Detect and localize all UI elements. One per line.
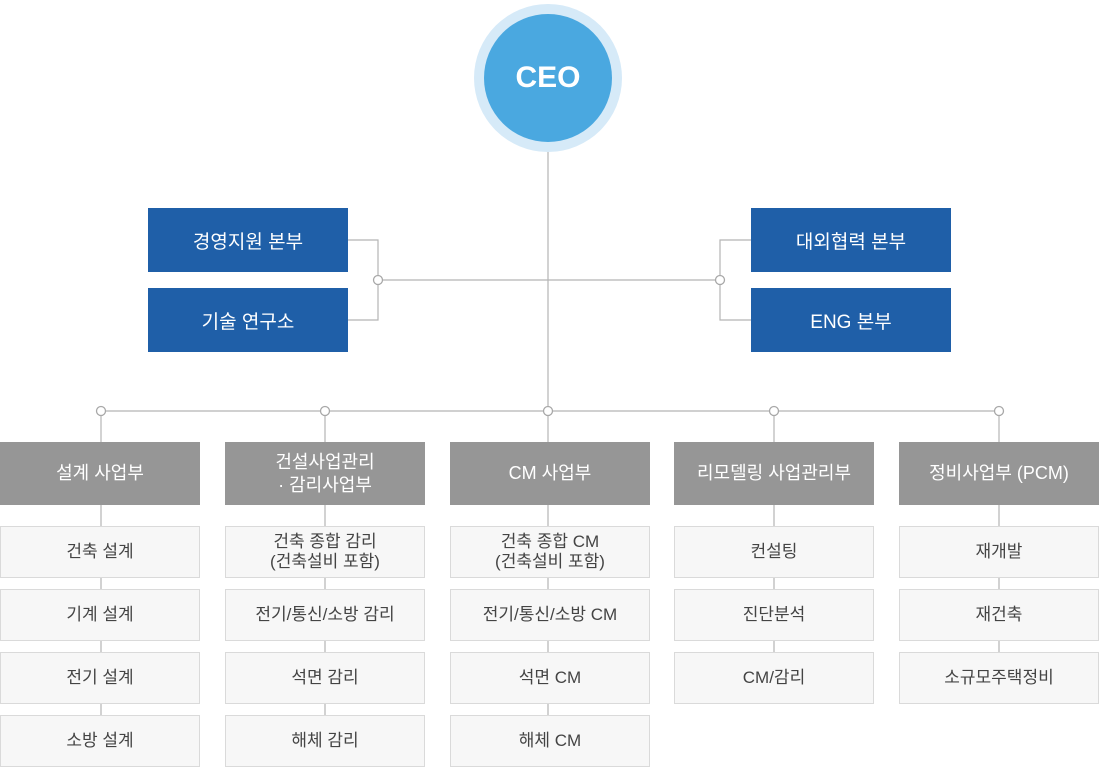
sub-team-box: 석면 감리: [225, 652, 425, 704]
sub-team-box: 소방 설계: [0, 715, 200, 767]
sub-team-box: 진단분석: [674, 589, 874, 641]
sub-team-box: 재건축: [899, 589, 1099, 641]
sub-team-box: 전기/통신/소방 감리: [225, 589, 425, 641]
division-header: 리모델링 사업관리부: [674, 442, 874, 505]
sub-team-box: 재개발: [899, 526, 1099, 578]
sub-team-box: CM/감리: [674, 652, 874, 704]
sub-team-box: 전기/통신/소방 CM: [450, 589, 650, 641]
sub-team-box: 건축 설계: [0, 526, 200, 578]
sub-team-box: 해체 감리: [225, 715, 425, 767]
division-header: CM 사업부: [450, 442, 650, 505]
division-header: 정비사업부 (PCM): [899, 442, 1099, 505]
sub-team-box: 건축 종합 감리 (건축설비 포함): [225, 526, 425, 578]
sub-team-box: 기계 설계: [0, 589, 200, 641]
sub-team-box: 해체 CM: [450, 715, 650, 767]
dept-management-support: 경영지원 본부: [148, 208, 348, 272]
dept-tech-lab: 기술 연구소: [148, 288, 348, 352]
sub-team-box: 건축 종합 CM (건축설비 포함): [450, 526, 650, 578]
division-header: 설계 사업부: [0, 442, 200, 505]
sub-team-box: 석면 CM: [450, 652, 650, 704]
sub-team-box: 전기 설계: [0, 652, 200, 704]
dept-eng: ENG 본부: [751, 288, 951, 352]
dept-external-relations: 대외협력 본부: [751, 208, 951, 272]
sub-team-box: 컨설팅: [674, 526, 874, 578]
division-header: 건설사업관리 · 감리사업부: [225, 442, 425, 505]
sub-team-box: 소규모주택정비: [899, 652, 1099, 704]
ceo-node: CEO: [484, 14, 612, 142]
